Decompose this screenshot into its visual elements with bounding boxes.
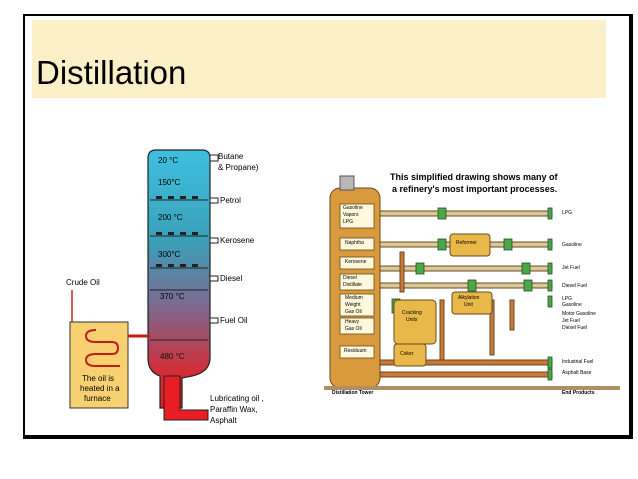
output-label: Industrial Fuel [562,359,594,365]
tower-label: LPG [343,219,354,225]
tray-caps [156,196,198,267]
footer-left-label: Distillation Tower [332,390,374,396]
residue-label: Asphalt [210,416,237,425]
temp-label: 370 °C [160,292,185,301]
reformer-unit [449,233,491,257]
product-label: Kerosene [220,236,255,245]
output-label: Jet Fuel [562,318,580,324]
tower-label: Vapors [343,212,359,218]
title-bar [32,20,606,98]
unit-label: Unit [464,302,473,308]
output-label: LPG [562,296,573,302]
output-label: LPG [562,210,573,216]
feed-label: Crude Oil [66,278,100,287]
product-label: & Propane) [218,163,259,172]
residue-label: Paraffin Wax, [210,405,258,414]
refinery-caption: This simplified drawing shows many of [390,172,558,182]
tower-label-boxes [339,203,375,359]
alkylation-unit [451,291,493,315]
residue-label: Lubricating oil , [210,394,264,403]
output-label: Asphalt Base [562,370,592,376]
product-label: Diesel [220,274,243,283]
temp-label: 480 °C [160,352,185,361]
output-label: Jet Fuel [562,265,580,271]
tower-label: Heavy [345,319,360,325]
output-label: Gasoline [562,302,582,308]
unit-label: Cracking [402,310,422,316]
unit-label: Reformer [456,240,477,246]
output-label: Motor Gasoline [562,311,596,317]
furnace-label: furnace [84,394,111,403]
product-label: Butane [218,152,244,161]
furnace-label: heated in a [80,384,120,393]
temp-label: 200 °C [158,213,183,222]
output-label: Gasoline [562,242,582,248]
refinery-caption: a refinery's most important processes. [392,184,558,194]
tower-label: Distillate [343,282,362,288]
tower-label: Diesel [343,275,357,281]
coker-unit [393,343,427,367]
slide-title: Distillation [36,54,187,91]
tower-label: Weight [345,302,361,308]
output-label: Diesel Fuel [562,283,588,289]
residue-pipe [163,375,209,421]
temp-label: 150°C [158,178,181,187]
product-label: Fuel Oil [220,316,248,325]
unit-label: Units [406,317,418,323]
tower-label: Kerosene [345,259,367,265]
unit-label: Alkylation [458,295,480,301]
outlet-pipes [209,154,219,324]
unit-label: Coker [400,351,414,357]
trays [150,199,208,341]
footer-right-label: End Products [562,390,595,396]
tower-label: Gas Oil [345,326,362,332]
temp-label: 300°C [158,250,181,259]
furnace-coil [84,329,120,367]
temp-label: 20 °C [158,156,179,165]
column-body [147,149,211,409]
furnace-label: The oil is [82,374,115,383]
output-label: Diesel Fuel [562,325,588,331]
tower-label: Naphtha [345,240,364,246]
tower-label: Gasoline [343,205,363,211]
tower-label: Residuum [344,348,367,354]
tower-label: Gas Oil [345,309,362,315]
product-label: Petrol [220,196,241,205]
tower-label: Medium [345,295,363,301]
